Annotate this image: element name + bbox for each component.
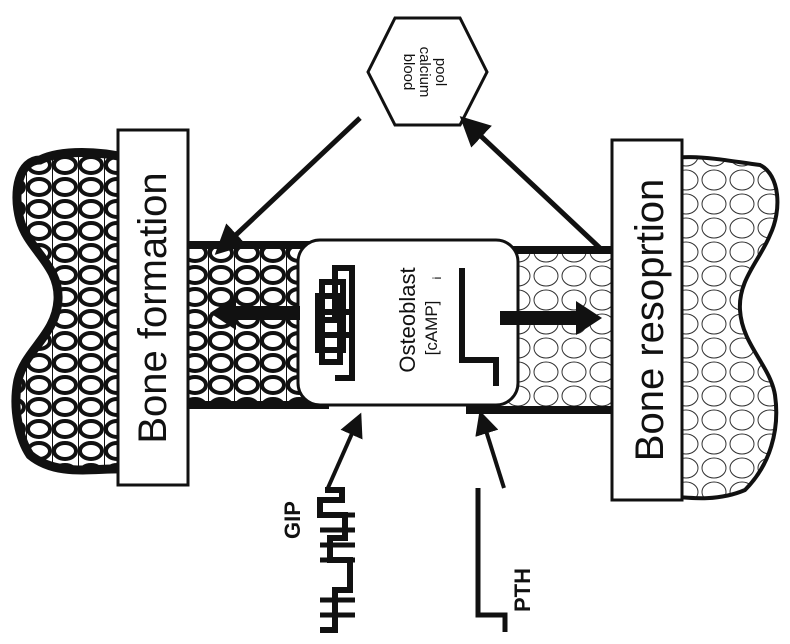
blood-pool-line2: calcium xyxy=(416,47,433,98)
blood-pool-line3: pool xyxy=(432,58,449,86)
camp-subscript: i xyxy=(430,277,444,280)
arrow-resorption-to-pool xyxy=(467,123,602,250)
bone-resorption-label: Bone resoprtion xyxy=(628,179,672,461)
pth-waveform xyxy=(478,488,505,632)
arrow-pool-to-formation xyxy=(222,118,360,248)
osteoblast-label: Osteoblast xyxy=(395,267,420,372)
arrow-pth-to-osteoblast xyxy=(482,418,504,488)
bone-formation-label: Bone formation xyxy=(131,172,175,443)
camp-label: [cAMP] xyxy=(422,301,441,356)
blood-pool-line1: blood xyxy=(400,54,417,91)
pth-label: PTH xyxy=(510,568,535,612)
gip-label: GIP xyxy=(280,501,305,539)
arrow-gip-to-osteoblast xyxy=(327,420,358,490)
